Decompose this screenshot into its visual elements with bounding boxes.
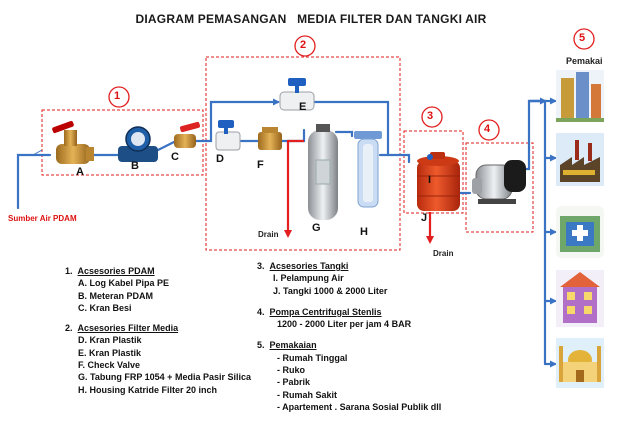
note-item: - Rumah Sakit [277, 389, 338, 400]
note-item: D. Kran Plastik [78, 335, 142, 346]
note-item: - Apartement . Sarana Sosial Publik dll [277, 401, 442, 412]
section-number-1: 1 [114, 90, 121, 102]
note-heading-1: 1. Acsesories PDAM [65, 266, 155, 276]
float-valve-i-icon [427, 154, 433, 160]
pipe-bypass-right [312, 100, 390, 157]
label-c: C [171, 151, 179, 163]
filter-housing-h-icon [354, 131, 382, 208]
source-label: Sumber Air PDAM [8, 214, 77, 223]
note-heading-3: 3. Acsesories Tangki [257, 261, 349, 271]
users-label: Pemakai [566, 56, 603, 66]
plastic-valve-d-icon [215, 120, 241, 151]
pipe-bypass-left [193, 98, 280, 143]
label-f: F [257, 159, 264, 171]
note-item: I. Pelampung Air [273, 273, 344, 284]
label-e: E [299, 101, 307, 113]
water-meter-b-icon [118, 126, 158, 162]
drain-label-tank: Drain [433, 249, 454, 258]
factory-icon [556, 133, 604, 186]
plastic-valve-e-icon [279, 78, 315, 111]
frp-tank-g-icon [308, 124, 338, 220]
label-g: G [312, 222, 321, 234]
note-heading-2: 2. Acsesories Filter Media [65, 323, 179, 334]
drain-filter [284, 139, 304, 238]
note-heading-4: 4. Pompa Centrifugal Stenlis [257, 306, 382, 317]
diagram-title: DIAGRAM PEMASANGAN MEDIA FILTER DAN TANG… [135, 12, 487, 26]
note-item: - Ruko [277, 365, 305, 376]
section-number-4: 4 [484, 123, 491, 135]
group-box-1 [41, 109, 204, 176]
drain-label-filter: Drain [258, 230, 279, 239]
notes-right: 3. Acsesories Tangki I. Pelampung Air J.… [257, 260, 441, 413]
note-item: B. Meteran PDAM [78, 290, 154, 301]
water-tank-j-icon [417, 152, 460, 211]
shops-icon [556, 270, 604, 327]
pipe-inlet [16, 153, 52, 210]
hospital-icon [556, 206, 604, 258]
group-box-4 [465, 142, 534, 233]
note-item: E. Kran Plastik [78, 347, 142, 358]
section-number-circles [108, 28, 595, 141]
section-number-5: 5 [579, 32, 586, 44]
mosque-icon [556, 338, 604, 388]
note-item: G. Tabung FRP 1054 + Media Pasir Silica [78, 372, 251, 383]
brass-valve-a-icon [52, 120, 94, 164]
label-d: D [216, 153, 224, 165]
note-item: H. Housing Katride Filter 20 inch [78, 384, 218, 395]
label-i: I [428, 174, 432, 186]
note-item: F. Check Valve [78, 360, 141, 371]
iron-valve-c-icon [174, 121, 200, 148]
label-b: B [131, 160, 139, 172]
note-heading-5: 5. Pemakaian [257, 340, 317, 351]
label-j: J [421, 212, 428, 224]
note-item: 1200 - 2000 Liter per jam 4 BAR [277, 319, 412, 330]
section-number-2: 2 [300, 39, 307, 51]
note-item: A. Log Kabel Pipa PE [78, 278, 170, 289]
apartment-building-icon [556, 70, 604, 122]
centrifugal-pump-icon [472, 160, 526, 204]
check-valve-f-icon [258, 127, 282, 150]
label-h: H [360, 226, 368, 238]
group-box-3 [403, 130, 464, 214]
note-item: C. Kran Besi [78, 302, 132, 313]
note-item: - Pabrik [277, 377, 311, 388]
group-box-2 [205, 56, 401, 251]
label-a: A [76, 166, 84, 178]
note-item: J. Tangki 1000 & 2000 Liter [273, 285, 388, 296]
note-item: - Rumah Tinggal [277, 352, 348, 363]
notes-left: 1. Acsesories PDAM A. Log Kabel Pipa PE … [65, 265, 251, 396]
section-number-3: 3 [427, 110, 434, 122]
